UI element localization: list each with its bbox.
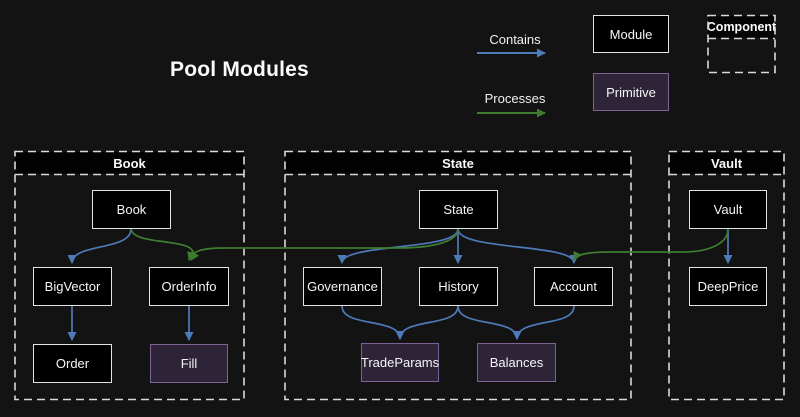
legend-primitive-box: Primitive — [593, 73, 669, 111]
container-header-vault: Vault — [669, 152, 784, 174]
node-book: Book — [92, 190, 171, 229]
edge-state-account — [457, 228, 579, 264]
node-governance: Governance — [303, 267, 382, 306]
node-order: Order — [33, 344, 112, 383]
node-deepprice: DeepPrice — [689, 267, 767, 306]
legend-component-box-title: Component — [707, 16, 776, 38]
edge-history-tradeparams — [395, 305, 459, 340]
edge-state-governance — [337, 228, 459, 264]
page-title: Pool Modules — [170, 58, 309, 81]
edge-history-balances — [457, 305, 522, 340]
node-history: History — [419, 267, 498, 306]
edge-account-balances — [512, 305, 575, 340]
edge-book-bigvector — [67, 228, 132, 264]
container-header-book: Book — [15, 152, 244, 174]
legend-processes-label: Processes — [484, 91, 546, 106]
container-header-state: State — [285, 152, 631, 174]
legend-contains-label: Contains — [489, 32, 541, 47]
node-vault: Vault — [689, 190, 767, 229]
node-bigvector: BigVector — [33, 267, 112, 306]
node-state: State — [419, 190, 498, 229]
node-account: Account — [534, 267, 613, 306]
container-header-book-label: Book — [113, 155, 146, 171]
node-balances: Balances — [477, 343, 556, 382]
node-fill: Fill — [150, 344, 228, 383]
legend-module-box: Module — [593, 15, 669, 53]
container-header-state-label: State — [442, 155, 474, 171]
node-orderinfo: OrderInfo — [149, 267, 229, 306]
edge-governance-tradeparams — [341, 305, 405, 340]
node-tradeparams: TradeParams — [361, 343, 439, 382]
edge-book-orderinfo — [130, 228, 200, 261]
edge-vault-account — [573, 228, 729, 261]
container-header-vault-label: Vault — [710, 155, 743, 171]
edge-state-orderinfo — [187, 228, 459, 261]
